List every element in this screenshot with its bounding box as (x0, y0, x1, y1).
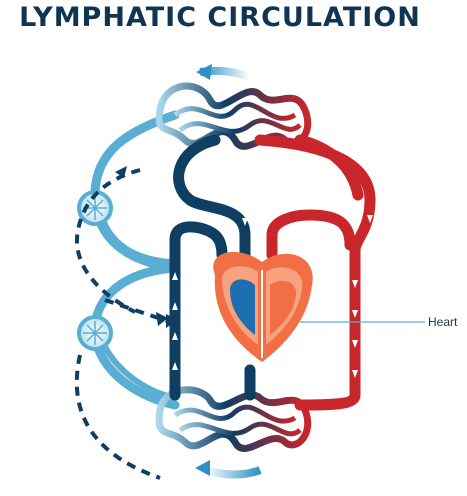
veins (169, 134, 256, 401)
arteries (254, 134, 376, 411)
bottom-flow-arrowhead (195, 460, 210, 476)
heart (213, 252, 313, 362)
diagram-title: LYMPHATIC CIRCULATION (19, 2, 421, 33)
lower-capillary-bed (155, 386, 312, 452)
bottom-flow-arrow (203, 466, 262, 479)
lymph-node-upper (77, 190, 113, 226)
lymph-vessels (90, 110, 180, 410)
lymph-node-lower (77, 315, 113, 351)
top-flow-arrowhead (196, 64, 212, 80)
heart-label: Heart (428, 315, 458, 329)
vessel-flow-arrows (172, 215, 373, 378)
lymph-flow-arrows (74, 168, 171, 480)
